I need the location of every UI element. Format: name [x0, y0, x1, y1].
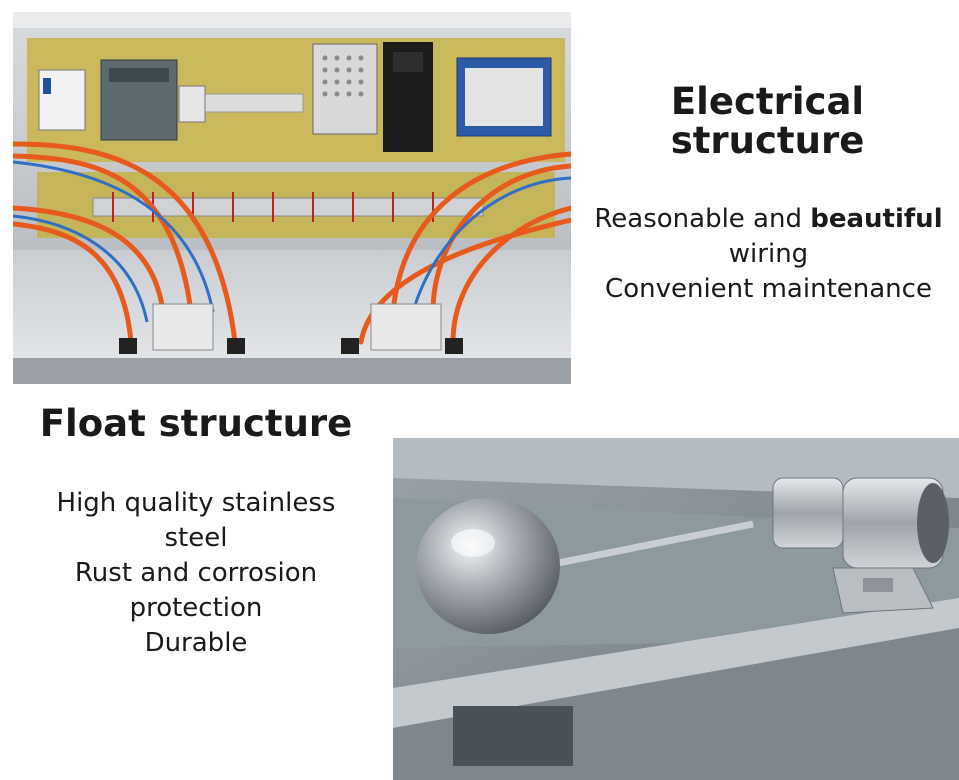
float-valve-photo — [393, 438, 959, 780]
electrical-title-line-1: Electrical — [670, 80, 865, 123]
float-desc-line-5: Durable — [144, 628, 248, 658]
electrical-cabinet-photo — [13, 12, 571, 384]
float-desc-line-1: High quality stainless — [56, 488, 336, 518]
float-desc-line-2: steel — [164, 523, 228, 553]
electrical-structure-title: Electrical structure — [600, 80, 935, 163]
electrical-title-line-2: structure — [670, 119, 865, 163]
electrical-desc-emphasis: beautiful — [810, 204, 943, 234]
electrical-desc-line-2: wiring — [728, 239, 809, 269]
electrical-desc-line-1-text: Reasonable and — [594, 204, 811, 234]
float-desc-line-4: protection — [129, 593, 263, 623]
electrical-desc-line-3: Convenient maintenance — [605, 274, 932, 304]
electrical-structure-description: Reasonable and beautiful wiring Convenie… — [578, 202, 959, 307]
float-structure-title: Float structure — [39, 402, 353, 445]
electrical-desc-line-1: Reasonable and beautiful — [578, 202, 959, 237]
float-desc-line-3: Rust and corrosion — [74, 558, 318, 588]
float-structure-description: High quality stainless steel Rust and co… — [20, 486, 372, 661]
